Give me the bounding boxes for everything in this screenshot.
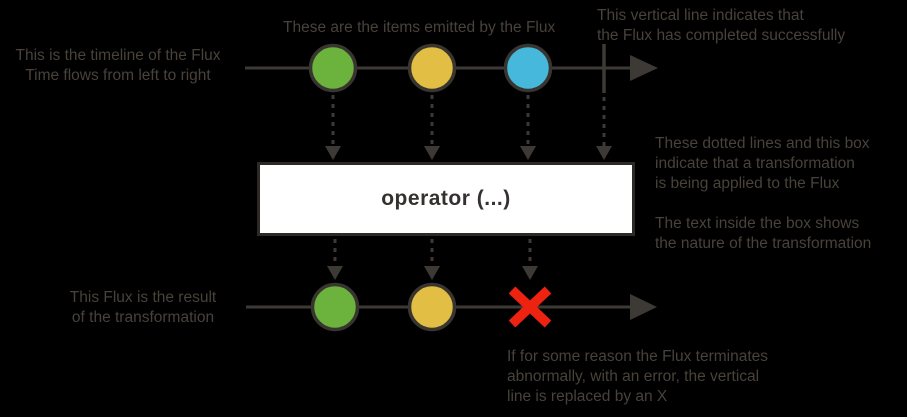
annotation-line: the nature of the transformation (655, 235, 872, 252)
dotted-arrowhead-source-complete (596, 146, 612, 160)
dotted-arrowhead-source-item1 (325, 146, 341, 160)
annotation-complete: This vertical line indicates that the Fl… (597, 6, 845, 46)
result-item-green-marble (310, 282, 360, 332)
operator-box: operator (...) (257, 162, 635, 236)
annotation-items: These are the items emitted by the Flux (283, 18, 555, 38)
annotation-line: This is the timeline of the Flux (15, 47, 221, 64)
annotation-timeline: This is the timeline of the Flux Time fl… (0, 46, 236, 86)
dotted-arrowhead-source-item2 (424, 146, 440, 160)
annotation-line: Time flows from left to right (25, 67, 211, 84)
source-timeline-arrowhead (630, 55, 658, 81)
result-timeline-arrowhead (630, 294, 657, 320)
annotation-line: the Flux has completed successfully (597, 27, 846, 44)
operator-box-label: operator (...) (381, 187, 511, 210)
annotation-line: If for some reason the Flux terminates (507, 348, 769, 365)
annotation-box-text: The text inside the box shows the nature… (655, 214, 871, 254)
annotation-line: The text inside the box shows (655, 215, 860, 232)
annotation-line: These are the items emitted by the Flux (283, 19, 556, 36)
annotation-result: This Flux is the result of the transform… (43, 288, 243, 328)
source-item-blue-marble (503, 43, 553, 93)
annotation-line: line is replaced by an X (507, 388, 668, 405)
annotation-transform: These dotted lines and this box indicate… (655, 134, 870, 194)
error-x-stroke-2 (508, 286, 552, 328)
annotation-line: This vertical line indicates that (597, 7, 804, 24)
annotation-line: indicate that a transformation (655, 155, 855, 172)
source-item-yellow-marble (407, 43, 457, 93)
error-x-icon (508, 286, 552, 328)
dotted-arrowhead-source-item3 (520, 146, 536, 160)
annotation-line: This Flux is the result (69, 289, 217, 306)
annotation-line: of the transformation (71, 309, 215, 326)
annotation-error: If for some reason the Flux terminates a… (507, 347, 768, 407)
dotted-arrowhead-result-error (522, 266, 538, 280)
dotted-arrowhead-result-item2 (424, 266, 440, 280)
annotation-line: These dotted lines and this box (655, 135, 870, 152)
dotted-arrowhead-result-item1 (327, 266, 343, 280)
source-item-green-marble (308, 43, 358, 93)
result-item-yellow-marble (407, 282, 457, 332)
annotation-line: abnormally, with an error, the vertical (507, 368, 760, 385)
annotation-line: is being applied to the Flux (655, 175, 840, 192)
